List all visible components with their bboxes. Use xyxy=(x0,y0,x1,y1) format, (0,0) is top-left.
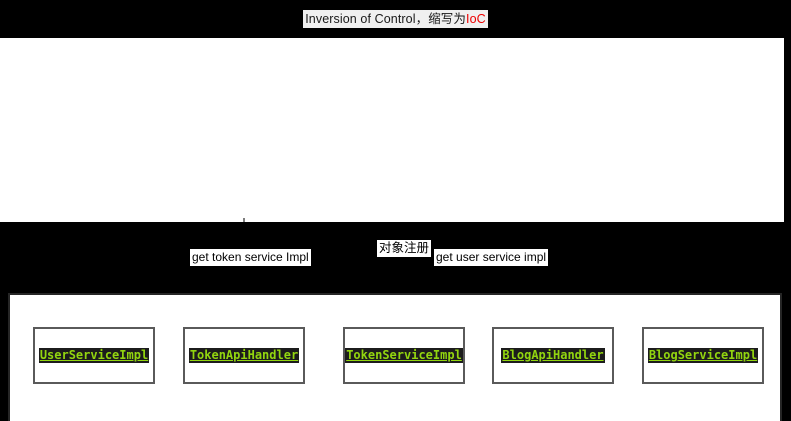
node-blog-service-impl[interactable]: BlogServiceImpl xyxy=(642,327,764,384)
diagram-title-bar: Inversion of Control，缩写为IoC xyxy=(0,0,791,38)
edge-label-get-token-service-impl: get token service Impl xyxy=(190,249,311,266)
page-title-accent: IoC xyxy=(466,12,486,26)
upper-blank-panel xyxy=(0,38,784,222)
node-label-user-service-impl: UserServiceImpl xyxy=(38,348,150,363)
middle-band xyxy=(0,222,791,293)
connector-line-token-api-top xyxy=(243,218,245,222)
node-label-token-api-handler: TokenApiHandler xyxy=(188,348,300,363)
node-label-token-service-impl: TokenServiceImpl xyxy=(345,348,463,363)
node-label-blog-service-impl: BlogServiceImpl xyxy=(647,348,759,363)
page-title-main: Inversion of Control，缩写为 xyxy=(305,12,467,26)
edge-label-object-register: 对象注册 xyxy=(377,240,432,257)
node-blog-api-handler[interactable]: BlogApiHandler xyxy=(492,327,614,384)
node-label-blog-api-handler: BlogApiHandler xyxy=(501,348,605,363)
node-user-service-impl[interactable]: UserServiceImpl xyxy=(33,327,155,384)
page-title: Inversion of Control，缩写为IoC xyxy=(303,10,488,28)
node-token-api-handler[interactable]: TokenApiHandler xyxy=(183,327,305,384)
node-token-service-impl[interactable]: TokenServiceImpl xyxy=(343,327,465,384)
edge-label-get-user-service-impl: get user service impl xyxy=(434,249,549,266)
